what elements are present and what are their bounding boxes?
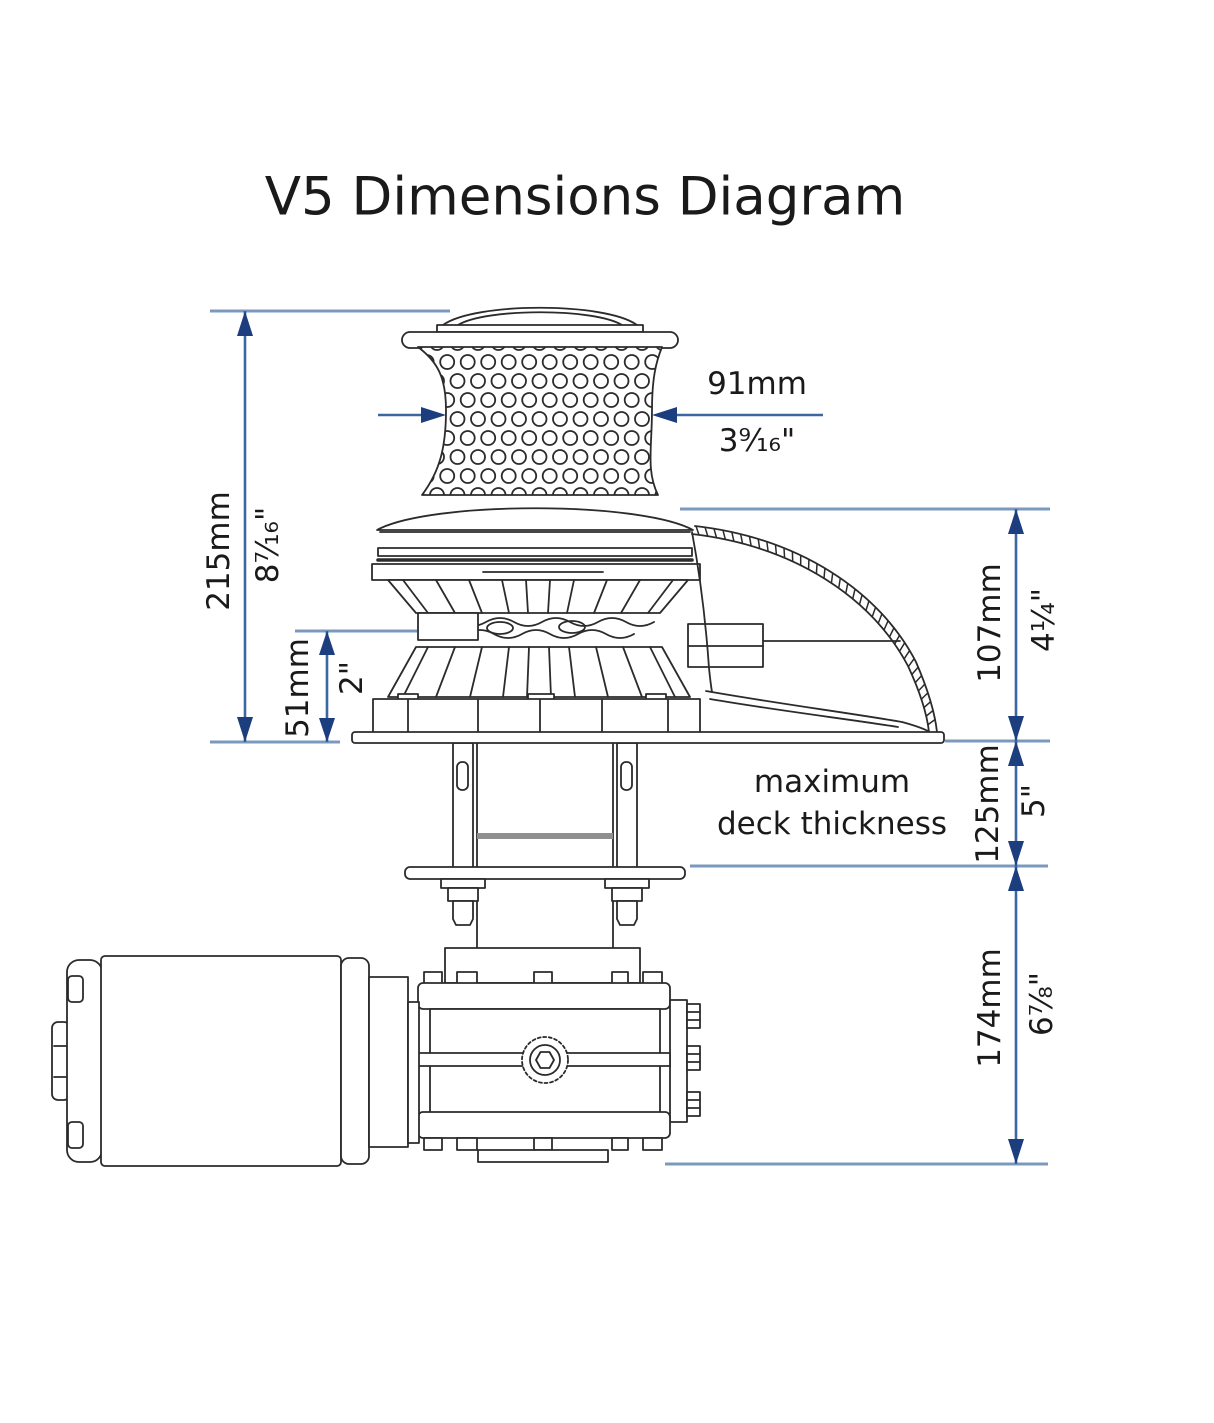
clutch-box-left [417, 612, 479, 641]
note-line-2: deck thickness [716, 806, 948, 842]
dim-housing-height-mm: 107mm [972, 563, 1008, 683]
drum-dimple-pattern [418, 347, 662, 495]
gypsy-assembly [371, 507, 764, 734]
note-line-1: maximum [753, 764, 911, 801]
fin-edge-hatching [695, 525, 937, 726]
dim-housing-height-inch: 4¹⁄₄" [1026, 587, 1062, 653]
below-deck-assembly [404, 742, 686, 949]
dim-gypsy-height-inch: 2" [334, 661, 370, 695]
extension-lines [210, 309, 1050, 1166]
page-title: V5 Dimensions Diagram [264, 166, 906, 228]
motor [51, 955, 420, 1167]
dim-drum-diameter-mm: 91mm [707, 366, 807, 402]
upper-cone [387, 579, 689, 614]
capstan-drum [401, 306, 679, 496]
base-plinth [372, 693, 701, 734]
stud-nuts [440, 878, 650, 926]
dim-deck-thickness-inch: 5" [1016, 784, 1052, 818]
deck-mounting-plate [351, 731, 945, 744]
dim-drum-diameter-inch: 3⁹⁄₁₆" [718, 423, 796, 459]
dimension-arrows [237, 311, 1024, 1164]
dim-overall-height-mm: 215mm [201, 491, 237, 611]
dim-overall-height-inch: 8⁷⁄₁₆" [250, 506, 286, 584]
dim-below-deck-inch: 6⁷⁄₈" [1024, 971, 1060, 1037]
backing-plate [404, 866, 686, 880]
gearbox-bottom-bolts [423, 1137, 663, 1151]
dim-deck-thickness-mm: 125mm [970, 744, 1006, 864]
dim-below-deck-mm: 174mm [972, 948, 1008, 1068]
lower-cone [387, 646, 691, 698]
max-deck-thickness-note: maximum deck thickness [717, 762, 947, 846]
dim-gypsy-height-mm: 51mm [280, 638, 316, 738]
chain-pipe-cover [691, 525, 938, 733]
gearbox [417, 947, 701, 1163]
gearbox-connectors [686, 1003, 701, 1117]
gearbox-top-bolts [423, 971, 663, 985]
center-boss [521, 1036, 569, 1084]
